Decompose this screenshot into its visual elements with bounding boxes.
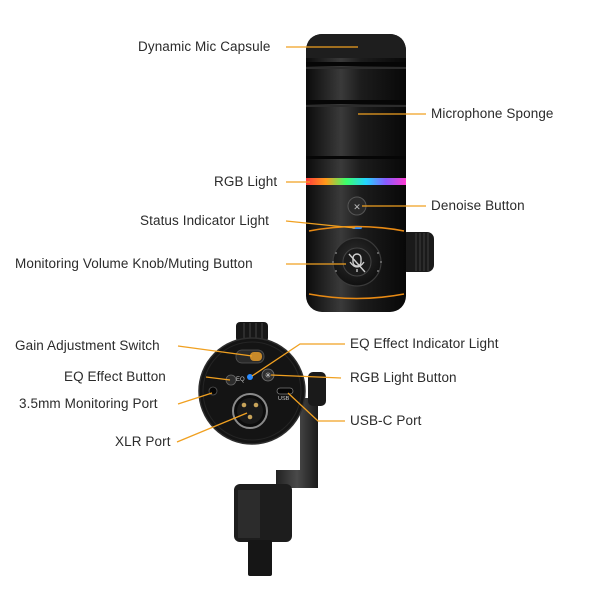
label-gain-adjustment-switch: Gain Adjustment Switch xyxy=(15,338,160,353)
eq-marking: EQ xyxy=(236,377,245,383)
svg-text:✕: ✕ xyxy=(353,203,361,213)
muted-mic-icon xyxy=(348,253,366,273)
svg-text:✳: ✳ xyxy=(265,371,272,380)
leader-lines xyxy=(176,46,426,443)
label-eq-effect-indicator-light: EQ Effect Indicator Light xyxy=(350,336,499,351)
usb-marking: USB xyxy=(278,396,290,402)
thread-mount xyxy=(248,540,272,576)
label-monitoring-port: 3.5mm Monitoring Port xyxy=(19,396,158,411)
usbc-port xyxy=(276,387,294,395)
eq-indicator-light xyxy=(247,374,253,380)
label-dynamic-mic-capsule: Dynamic Mic Capsule xyxy=(138,39,271,54)
sponge-grooves xyxy=(306,62,406,159)
label-rgb-light-button: RGB Light Button xyxy=(350,370,457,385)
base-disc xyxy=(198,337,306,445)
side-knob xyxy=(400,232,434,272)
label-usbc-port: USB-C Port xyxy=(350,413,422,428)
label-microphone-sponge: Microphone Sponge xyxy=(431,106,554,121)
label-status-indicator-light: Status Indicator Light xyxy=(140,213,270,228)
mic-front-view: ✕ xyxy=(306,34,434,312)
rgb-light-band xyxy=(306,178,406,185)
label-denoise-button: Denoise Button xyxy=(431,198,525,213)
label-xlr-port: XLR Port xyxy=(115,434,171,449)
label-eq-effect-button: EQ Effect Button xyxy=(64,369,166,384)
label-monitoring-volume-knob: Monitoring Volume Knob/Muting Button xyxy=(15,256,253,271)
label-rgb-light: RGB Light xyxy=(214,174,278,189)
mic-bottom-view: EQ ✳ USB xyxy=(198,322,326,576)
stand-arm xyxy=(276,398,318,488)
